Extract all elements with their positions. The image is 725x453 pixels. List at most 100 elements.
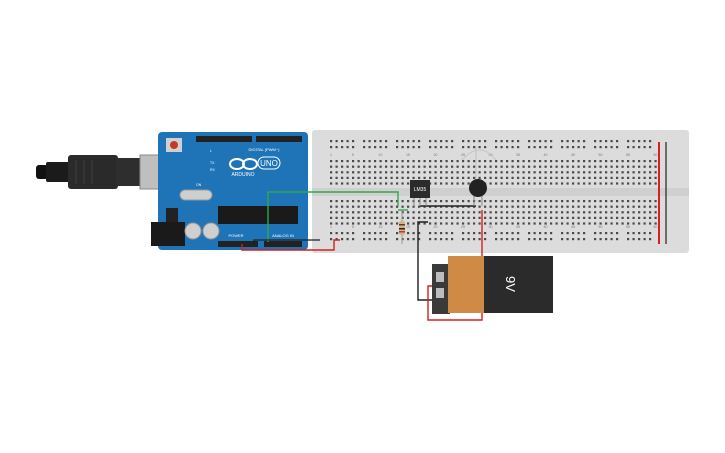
breadboard-hole[interactable] <box>456 216 459 219</box>
breadboard-hole[interactable] <box>599 165 602 168</box>
breadboard-hole[interactable] <box>583 160 586 163</box>
breadboard-hole[interactable] <box>467 216 470 219</box>
breadboard-hole[interactable] <box>610 216 613 219</box>
breadboard-hole[interactable] <box>418 232 421 235</box>
breadboard-hole[interactable] <box>335 140 338 143</box>
breadboard-hole[interactable] <box>363 171 366 174</box>
breadboard-hole[interactable] <box>445 182 448 185</box>
breadboard-hole[interactable] <box>484 205 487 208</box>
breadboard-hole[interactable] <box>473 171 476 174</box>
breadboard-hole[interactable] <box>506 232 509 235</box>
breadboard-hole[interactable] <box>346 232 349 235</box>
breadboard-hole[interactable] <box>352 216 355 219</box>
breadboard-hole[interactable] <box>500 171 503 174</box>
breadboard-hole[interactable] <box>495 182 498 185</box>
breadboard-hole[interactable] <box>517 216 520 219</box>
breadboard-hole[interactable] <box>456 176 459 179</box>
breadboard-hole[interactable] <box>528 182 531 185</box>
breadboard-hole[interactable] <box>346 216 349 219</box>
breadboard-hole[interactable] <box>484 238 487 241</box>
breadboard-hole[interactable] <box>616 232 619 235</box>
breadboard-hole[interactable] <box>341 232 344 235</box>
breadboard-hole[interactable] <box>352 222 355 225</box>
breadboard-hole[interactable] <box>522 205 525 208</box>
breadboard-hole[interactable] <box>478 216 481 219</box>
breadboard-hole[interactable] <box>654 165 657 168</box>
breadboard-hole[interactable] <box>588 160 591 163</box>
breadboard-hole[interactable] <box>627 171 630 174</box>
breadboard-hole[interactable] <box>407 238 410 241</box>
breadboard-hole[interactable] <box>379 171 382 174</box>
breadboard-hole[interactable] <box>462 200 465 203</box>
breadboard-hole[interactable] <box>429 200 432 203</box>
breadboard-hole[interactable] <box>610 232 613 235</box>
breadboard-hole[interactable] <box>638 205 641 208</box>
breadboard-hole[interactable] <box>511 160 514 163</box>
breadboard-hole[interactable] <box>357 222 360 225</box>
breadboard-hole[interactable] <box>462 211 465 214</box>
breadboard-hole[interactable] <box>550 238 553 241</box>
breadboard-hole[interactable] <box>649 211 652 214</box>
breadboard-hole[interactable] <box>588 205 591 208</box>
breadboard-hole[interactable] <box>550 200 553 203</box>
breadboard-hole[interactable] <box>506 200 509 203</box>
breadboard-hole[interactable] <box>440 238 443 241</box>
breadboard-hole[interactable] <box>396 182 399 185</box>
resistor[interactable] <box>399 212 405 244</box>
breadboard-hole[interactable] <box>605 176 608 179</box>
breadboard-hole[interactable] <box>583 171 586 174</box>
breadboard-hole[interactable] <box>385 171 388 174</box>
breadboard-hole[interactable] <box>572 222 575 225</box>
breadboard-hole[interactable] <box>341 200 344 203</box>
breadboard-hole[interactable] <box>473 216 476 219</box>
breadboard-hole[interactable] <box>550 171 553 174</box>
breadboard-hole[interactable] <box>528 165 531 168</box>
breadboard-hole[interactable] <box>374 222 377 225</box>
breadboard-hole[interactable] <box>407 200 410 203</box>
breadboard-hole[interactable] <box>396 232 399 235</box>
breadboard-hole[interactable] <box>467 176 470 179</box>
breadboard-hole[interactable] <box>610 182 613 185</box>
breadboard-hole[interactable] <box>346 205 349 208</box>
breadboard-hole[interactable] <box>517 140 520 143</box>
breadboard-hole[interactable] <box>572 211 575 214</box>
breadboard-hole[interactable] <box>374 216 377 219</box>
breadboard-hole[interactable] <box>396 146 399 149</box>
breadboard-hole[interactable] <box>511 222 514 225</box>
breadboard-hole[interactable] <box>544 200 547 203</box>
breadboard-hole[interactable] <box>621 171 624 174</box>
breadboard-hole[interactable] <box>544 140 547 143</box>
breadboard-hole[interactable] <box>643 200 646 203</box>
breadboard-hole[interactable] <box>555 200 558 203</box>
breadboard-hole[interactable] <box>374 140 377 143</box>
breadboard-hole[interactable] <box>594 171 597 174</box>
breadboard-hole[interactable] <box>610 176 613 179</box>
breadboard-hole[interactable] <box>330 176 333 179</box>
breadboard-hole[interactable] <box>440 176 443 179</box>
breadboard-hole[interactable] <box>330 216 333 219</box>
breadboard-hole[interactable] <box>577 200 580 203</box>
breadboard-hole[interactable] <box>588 222 591 225</box>
breadboard-hole[interactable] <box>506 205 509 208</box>
breadboard-hole[interactable] <box>346 238 349 241</box>
breadboard-hole[interactable] <box>418 176 421 179</box>
arduino-uno-board[interactable]: ARDUINO UNO DIGITAL (PWM~) POWER ANALOG … <box>151 132 308 250</box>
breadboard-hole[interactable] <box>451 176 454 179</box>
breadboard-hole[interactable] <box>610 222 613 225</box>
breadboard-hole[interactable] <box>451 200 454 203</box>
breadboard-hole[interactable] <box>643 238 646 241</box>
breadboard-hole[interactable] <box>588 182 591 185</box>
breadboard-hole[interactable] <box>594 200 597 203</box>
breadboard-hole[interactable] <box>451 171 454 174</box>
breadboard-hole[interactable] <box>341 140 344 143</box>
breadboard-hole[interactable] <box>412 211 415 214</box>
breadboard-hole[interactable] <box>654 176 657 179</box>
breadboard-hole[interactable] <box>511 211 514 214</box>
breadboard-hole[interactable] <box>605 140 608 143</box>
breadboard-hole[interactable] <box>539 165 542 168</box>
breadboard-hole[interactable] <box>605 216 608 219</box>
breadboard-hole[interactable] <box>368 222 371 225</box>
breadboard-hole[interactable] <box>572 232 575 235</box>
breadboard-hole[interactable] <box>330 222 333 225</box>
breadboard-hole[interactable] <box>385 205 388 208</box>
